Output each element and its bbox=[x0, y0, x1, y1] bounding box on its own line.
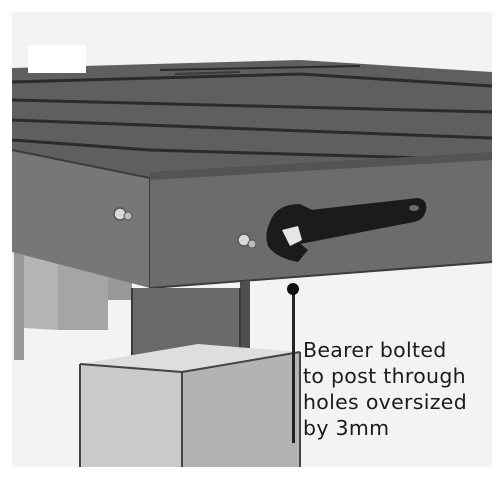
post-pad bbox=[79, 344, 301, 467]
callout-line: holes oversized bbox=[303, 390, 468, 414]
bolt-icon bbox=[237, 233, 257, 249]
callout-leader-dot bbox=[287, 283, 299, 295]
callout-text: Bearer bolted to post through holes over… bbox=[303, 337, 499, 441]
label-placeholder-box bbox=[28, 45, 86, 73]
callout-line: by 3mm bbox=[303, 416, 390, 440]
callout-line: Bearer bolted bbox=[303, 338, 447, 362]
callout-leader-line bbox=[292, 289, 295, 443]
adjustable-wrench-icon bbox=[266, 198, 427, 262]
post-upper bbox=[131, 280, 250, 364]
callout-line: to post through bbox=[303, 364, 466, 388]
bolt-icon bbox=[113, 207, 133, 221]
deck-top bbox=[11, 60, 493, 182]
